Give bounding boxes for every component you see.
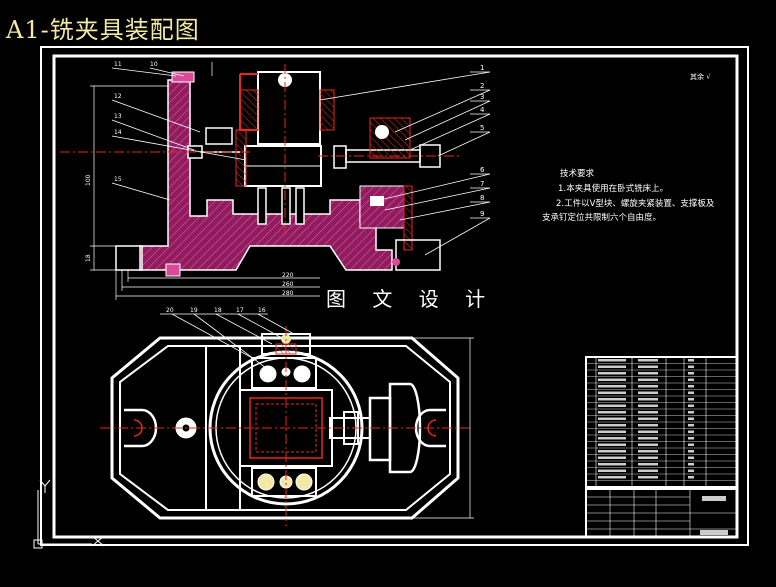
pin-top-1 bbox=[259, 365, 277, 383]
outer-frame bbox=[40, 46, 749, 546]
t-bolt bbox=[165, 263, 181, 277]
leader-label-3: 3 bbox=[480, 93, 484, 101]
leader-label-5: 5 bbox=[480, 124, 484, 132]
leader-label-7: 7 bbox=[480, 180, 484, 188]
leader-label-11: 11 bbox=[114, 61, 122, 68]
leader-label-2: 2 bbox=[480, 82, 484, 90]
leader-label-4: 4 bbox=[480, 106, 485, 114]
leader-label-6: 6 bbox=[480, 166, 485, 174]
fixture-body-section bbox=[139, 79, 393, 271]
drawing-title: A1-铣夹具装配图 bbox=[6, 16, 200, 44]
left-foot bbox=[115, 245, 143, 271]
leader-label-18: 18 bbox=[214, 307, 222, 314]
leader-label-19: 19 bbox=[190, 307, 198, 314]
dim-260: 260 bbox=[282, 281, 294, 288]
pin-bottom-2 bbox=[295, 473, 313, 491]
dimension-lines bbox=[90, 62, 320, 300]
tech-requirement-2: 2.工件以V型块、螺旋夹紧装置、支撑板及 bbox=[556, 199, 715, 209]
top-pin-cap bbox=[171, 71, 195, 83]
support-block bbox=[359, 185, 405, 229]
leader-label-20: 20 bbox=[166, 307, 174, 314]
ucs-icon bbox=[33, 479, 105, 549]
right-foot bbox=[395, 239, 441, 271]
dim-220: 220 bbox=[282, 272, 294, 279]
section-view: 1 2 3 4 5 6 7 8 9 11 10 12 13 14 15 bbox=[60, 61, 491, 300]
clamp-bracket bbox=[369, 117, 411, 159]
plan-knob bbox=[368, 396, 392, 462]
plan-view bbox=[100, 313, 474, 526]
leader-label-13: 13 bbox=[114, 113, 122, 120]
dim-18: 18 bbox=[85, 254, 92, 262]
watermark-text: 图 文 设 计 bbox=[326, 287, 496, 311]
pin-bottom-1 bbox=[257, 473, 275, 491]
support-pins bbox=[257, 187, 305, 225]
roughness-mark: 其余 √ bbox=[690, 73, 711, 81]
tech-requirement-3: 支承钉定位共限制六个自由度。 bbox=[542, 213, 662, 223]
dim-280: 280 bbox=[282, 290, 294, 297]
inner-frame bbox=[52, 54, 739, 539]
leader-label-15: 15 bbox=[114, 176, 122, 183]
centerlines-front bbox=[60, 64, 460, 236]
leader-label-1: 1 bbox=[480, 64, 484, 72]
column-screw-head bbox=[278, 73, 292, 87]
leader-label-8: 8 bbox=[480, 194, 484, 202]
pin-top-2 bbox=[293, 365, 311, 383]
leader-label-10: 10 bbox=[150, 61, 158, 68]
left-bolts bbox=[187, 127, 240, 159]
base-plate-inner bbox=[119, 345, 451, 511]
clamp-nut bbox=[333, 145, 347, 169]
leader-label-17: 17 bbox=[236, 307, 244, 314]
leaders-right bbox=[319, 71, 491, 256]
tech-requirement-1: 1.本夹具使用在卧式铣床上。 bbox=[558, 184, 669, 194]
title-block bbox=[585, 488, 738, 538]
dim-100: 100 bbox=[85, 174, 92, 186]
leader-label-9: 9 bbox=[480, 210, 484, 218]
leaders-left bbox=[111, 67, 247, 201]
leader-label-12: 12 bbox=[114, 93, 122, 100]
leader-label-16: 16 bbox=[258, 307, 266, 314]
parts-list bbox=[585, 356, 738, 488]
tech-requirements-heading: 技术要求 bbox=[560, 169, 595, 179]
parts-list-fill bbox=[598, 359, 694, 479]
leader-label-14: 14 bbox=[114, 129, 122, 136]
